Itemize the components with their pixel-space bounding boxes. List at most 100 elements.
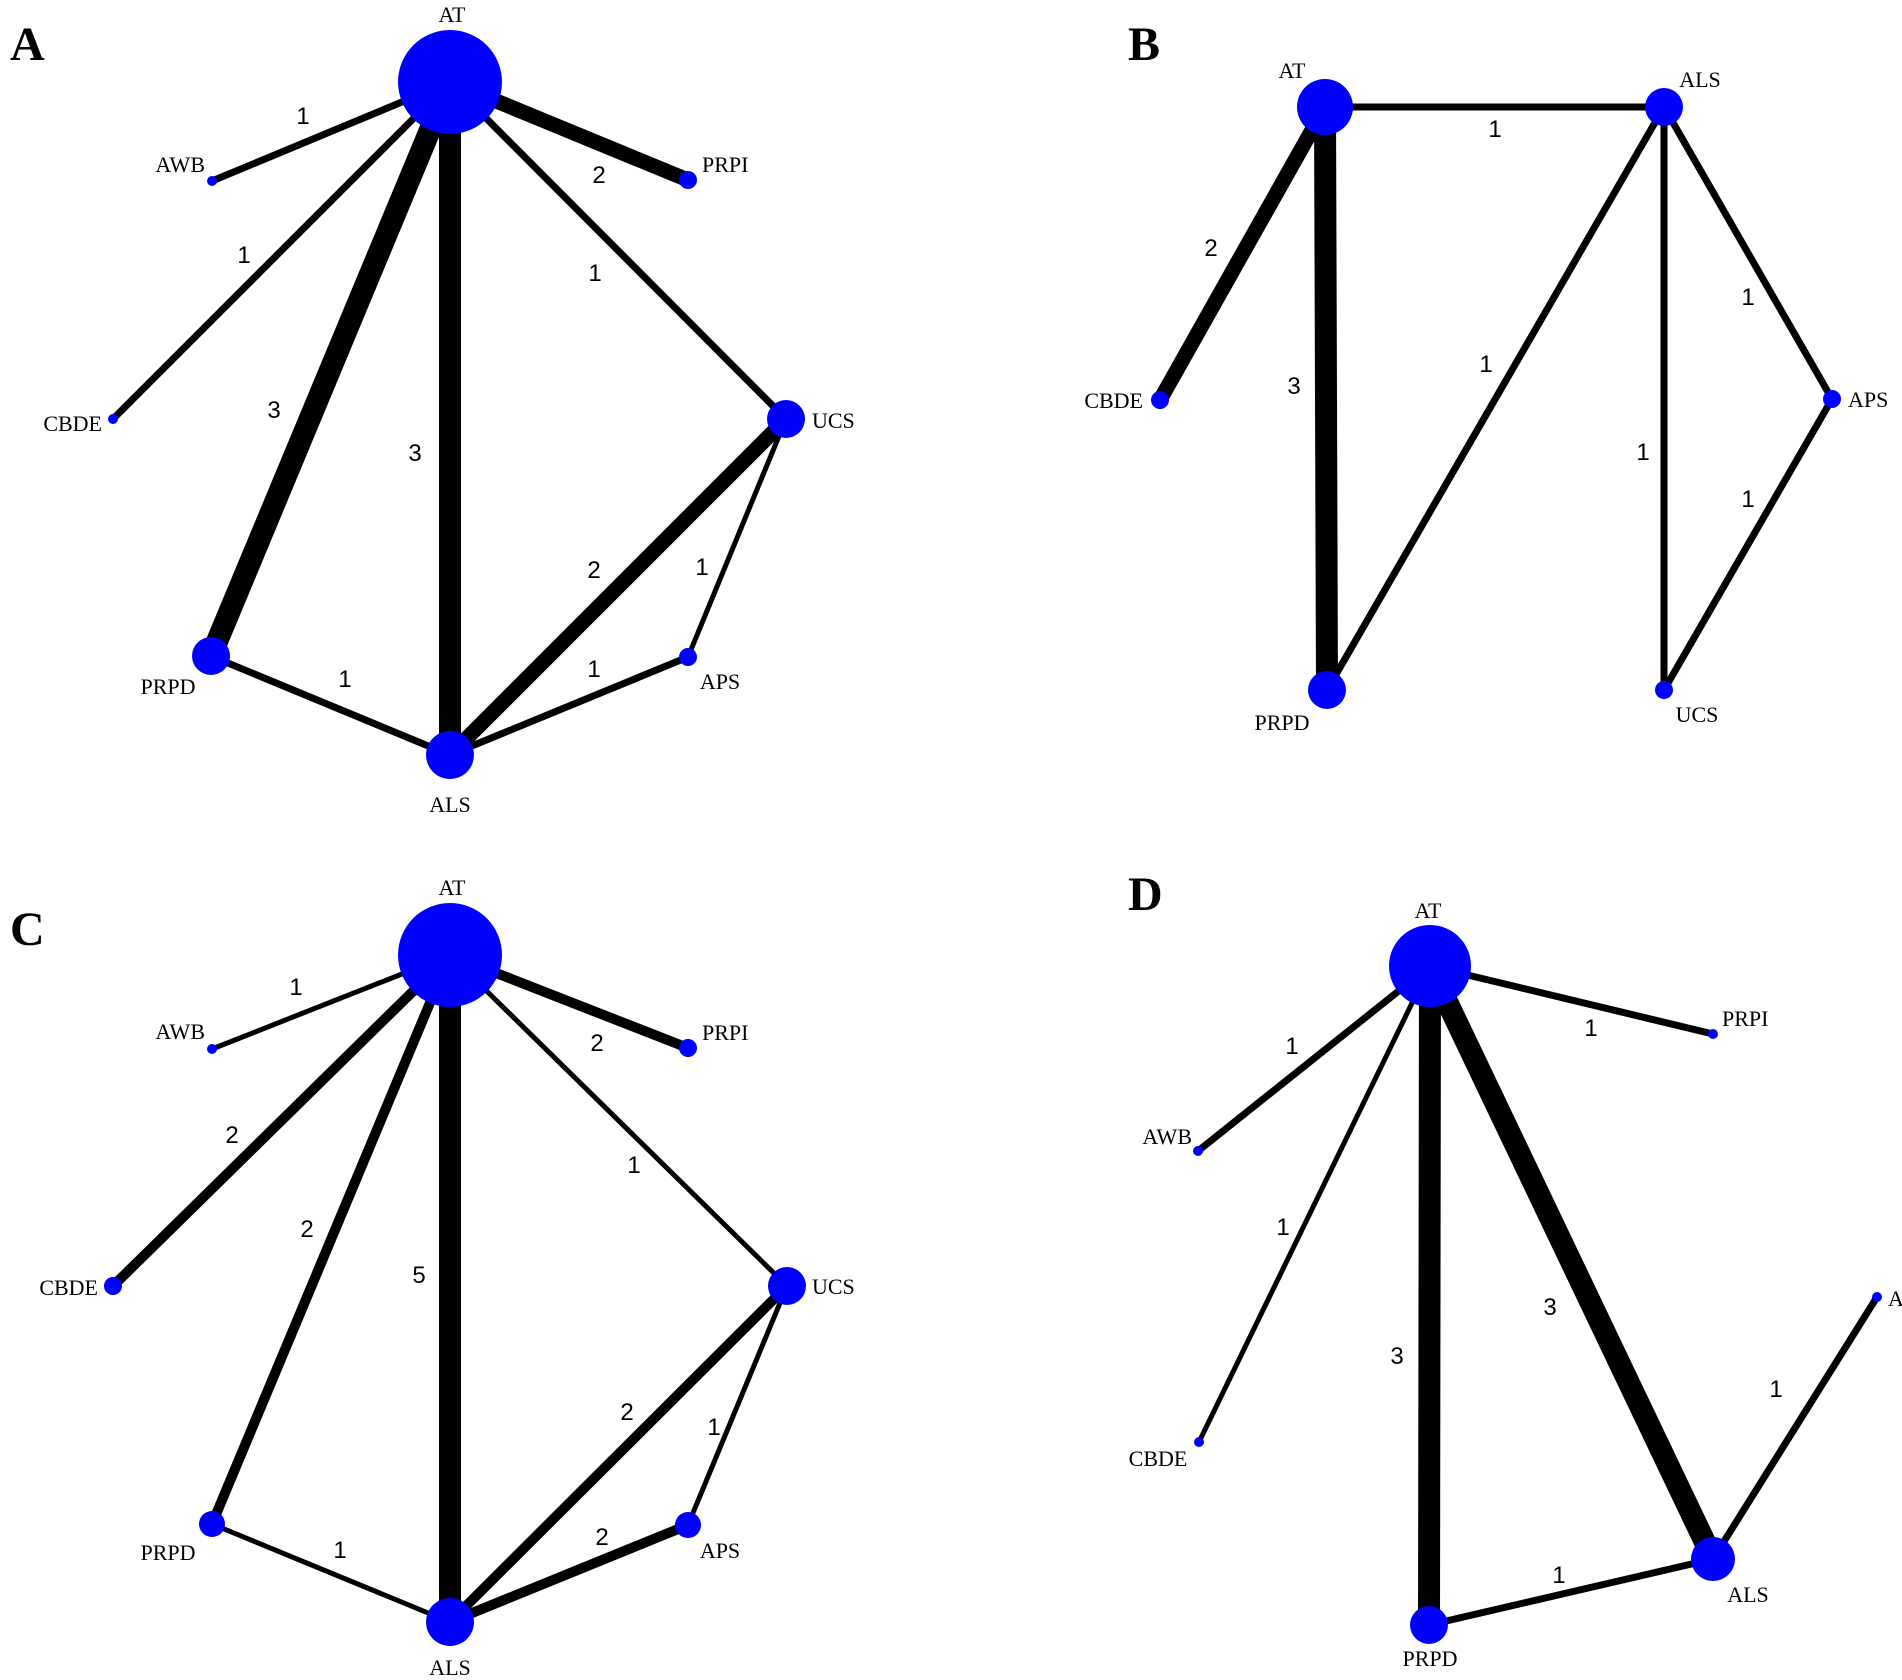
edge-prpd-als (211, 1521, 451, 1625)
node-prpi (679, 171, 697, 189)
edge-label: 1 (1741, 284, 1754, 311)
node-aps (1872, 1292, 1882, 1302)
edge-label: 1 (695, 554, 708, 581)
edge-at-cbde (1153, 103, 1332, 404)
node-label-awb: AWB (1142, 1124, 1192, 1149)
node-prpd (192, 637, 230, 675)
node-label-als: ALS (1679, 67, 1721, 92)
edge-label: 1 (1636, 439, 1649, 466)
edge-at-awb (1195, 963, 1433, 1154)
panel-letter: C (10, 903, 45, 956)
edge-als-aps (1660, 105, 1836, 401)
edge-label: 3 (408, 440, 421, 467)
node-prpi (1708, 1029, 1718, 1039)
edge-ucs-aps (685, 418, 789, 658)
edge-als-aps (1710, 1295, 1880, 1561)
edge-label: 1 (1584, 1015, 1597, 1042)
node-ucs (768, 1267, 806, 1305)
edge-label: 1 (588, 260, 601, 287)
panel-letter: D (1128, 868, 1163, 921)
edge-label: 2 (592, 162, 605, 189)
node-label-ucs: UCS (812, 1274, 855, 1299)
edge-label: 1 (333, 1537, 346, 1564)
edge-at-prpd (200, 77, 461, 661)
edge-label: 3 (267, 397, 280, 424)
edge-label: 3 (1543, 1294, 1556, 1321)
node-als (426, 731, 474, 779)
node-label-prpi: PRPI (702, 152, 748, 177)
node-label-als: ALS (429, 1655, 471, 1680)
node-cbde (104, 1277, 122, 1295)
node-als (1645, 88, 1683, 126)
panel-d: D1113311ATPRPIAWBCBDEAPSALSPRPD (1128, 868, 1902, 1671)
edge-label: 1 (237, 242, 250, 269)
edge-label: 3 (1390, 1343, 1403, 1370)
edge-als-prpd (1428, 1555, 1714, 1629)
edge-label: 1 (1488, 116, 1501, 143)
edge-label: 2 (300, 1216, 313, 1243)
edge-label: 1 (338, 666, 351, 693)
node-label-als: ALS (429, 792, 471, 817)
edge-label: 1 (289, 974, 302, 1001)
node-awb (207, 1044, 217, 1054)
node-label-prpd: PRPD (1402, 1646, 1457, 1671)
panel-letter: A (10, 18, 45, 71)
edge-at-cbde (110, 79, 453, 422)
edge-aps-ucs (1660, 397, 1836, 692)
edge-at-cbde (109, 951, 454, 1290)
edge-aps-als (448, 1520, 690, 1627)
edge-label: 1 (1479, 351, 1492, 378)
node-label-cbde: CBDE (1129, 1446, 1188, 1471)
edge-at-prpi (1429, 962, 1714, 1038)
edge-label: 2 (225, 1122, 238, 1149)
edge-ucs-als (446, 1282, 791, 1626)
node-label-ucs: UCS (812, 408, 855, 433)
edge-label: 2 (595, 1524, 608, 1551)
edge-label: 2 (1204, 235, 1217, 262)
node-label-at: AT (439, 2, 466, 27)
node-label-prpi: PRPI (1722, 1006, 1768, 1031)
node-label-at: AT (1279, 58, 1306, 83)
node-aps (675, 1512, 701, 1538)
edge-aps-als (448, 653, 690, 759)
edge-label: 1 (1285, 1033, 1298, 1060)
node-label-aps: APS (700, 669, 740, 694)
edge-at-prpd (207, 953, 455, 1526)
node-prpd (1410, 1606, 1448, 1644)
node-label-prpd: PRPD (1254, 710, 1309, 735)
edge-label: 2 (620, 1399, 633, 1426)
node-at (398, 30, 502, 134)
edge-label: 1 (1741, 486, 1754, 513)
node-als (426, 1598, 474, 1646)
edge-label: 1 (1552, 1562, 1565, 1589)
node-als (1691, 1537, 1735, 1581)
panel-letter: B (1128, 18, 1160, 71)
edge-label: 2 (587, 557, 600, 584)
node-label-at: AT (439, 875, 466, 900)
edge-label: 1 (587, 656, 600, 683)
edge-at-ucs (447, 79, 789, 422)
node-label-cbde: CBDE (39, 1275, 98, 1300)
node-at (1297, 79, 1353, 135)
node-label-prpi: PRPI (702, 1020, 748, 1045)
edge-prpd-als (209, 652, 452, 759)
edge-at-ucs (448, 953, 789, 1288)
edge-at-prpd (1314, 106, 1338, 691)
edge-als-prpd (1323, 105, 1668, 692)
edge-label: 1 (1276, 1214, 1289, 1241)
node-at (398, 903, 502, 1007)
node-aps (679, 648, 697, 666)
node-label-ucs: UCS (1676, 702, 1719, 727)
edge-at-prpd (1418, 965, 1441, 1626)
edge-label: 1 (707, 1414, 720, 1441)
node-awb (1193, 1146, 1203, 1156)
edge-ucs-als (444, 413, 792, 761)
node-cbde (108, 414, 118, 424)
edge-label: 1 (627, 1152, 640, 1179)
node-label-cbde: CBDE (1084, 388, 1143, 413)
node-awb (207, 176, 217, 186)
node-label-awb: AWB (155, 1019, 205, 1044)
